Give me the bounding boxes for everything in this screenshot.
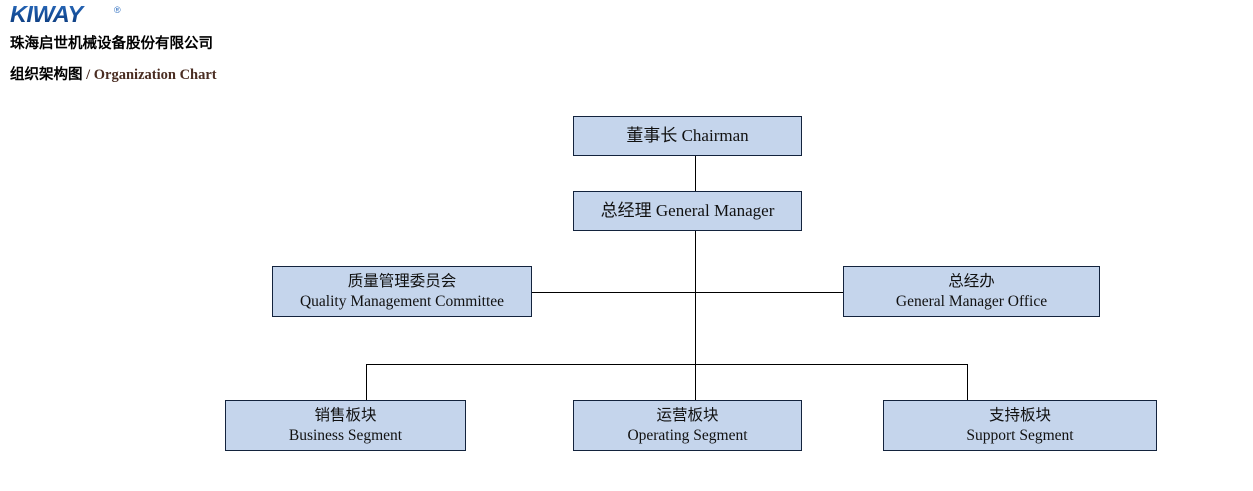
node-quality-management-committee-label-cn: 质量管理委员会 — [347, 272, 457, 290]
node-support-segment-label-en: Support Segment — [966, 427, 1074, 444]
page-title-en: / Organization Chart — [86, 67, 217, 83]
node-general-manager[interactable]: 总经理 General Manager — [573, 191, 802, 231]
registered-trademark-icon: ® — [114, 5, 121, 15]
node-quality-management-committee[interactable]: 质量管理委员会 Quality Management Committee — [272, 266, 532, 317]
node-general-manager-label: 总经理 General Manager — [600, 201, 775, 221]
node-operating-segment-label-cn: 运营板块 — [656, 406, 719, 424]
company-name: 珠海启世机械设备股份有限公司 — [10, 36, 213, 52]
node-general-manager-office[interactable]: 总经办 General Manager Office — [843, 266, 1100, 317]
connector-drop-support-segment — [966, 364, 968, 400]
node-general-manager-office-label-cn: 总经办 — [948, 272, 995, 290]
connector-gm-spine — [694, 231, 696, 365]
connector-chairman-to-gm — [694, 156, 696, 192]
node-quality-management-committee-label-en: Quality Management Committee — [299, 293, 505, 310]
kiway-logo: KIWAY ® — [10, 2, 130, 26]
connector-drop-business-segment — [366, 364, 368, 400]
page-title-cn: 组织架构图 — [10, 67, 83, 83]
connector-drop-operating-segment — [694, 364, 696, 400]
node-business-segment-label-en: Business Segment — [288, 427, 403, 444]
connector-gm-to-gm-office — [695, 291, 843, 293]
page-title: 组织架构图 / Organization Chart — [10, 63, 217, 84]
node-support-segment-label-cn: 支持板块 — [988, 406, 1051, 424]
connector-distribution-bar — [366, 363, 968, 365]
node-operating-segment-label-en: Operating Segment — [627, 427, 748, 444]
kiway-logo-text: KIWAY — [10, 2, 132, 26]
node-general-manager-office-label-en: General Manager Office — [895, 293, 1048, 310]
node-support-segment[interactable]: 支持板块 Support Segment — [883, 400, 1157, 451]
node-chairman[interactable]: 董事长 Chairman — [573, 116, 802, 156]
node-chairman-label: 董事长 Chairman — [626, 126, 749, 146]
node-operating-segment[interactable]: 运营板块 Operating Segment — [573, 400, 802, 451]
node-business-segment[interactable]: 销售板块 Business Segment — [225, 400, 466, 451]
connector-gm-to-quality-committee — [532, 291, 695, 293]
node-business-segment-label-cn: 销售板块 — [314, 406, 377, 424]
